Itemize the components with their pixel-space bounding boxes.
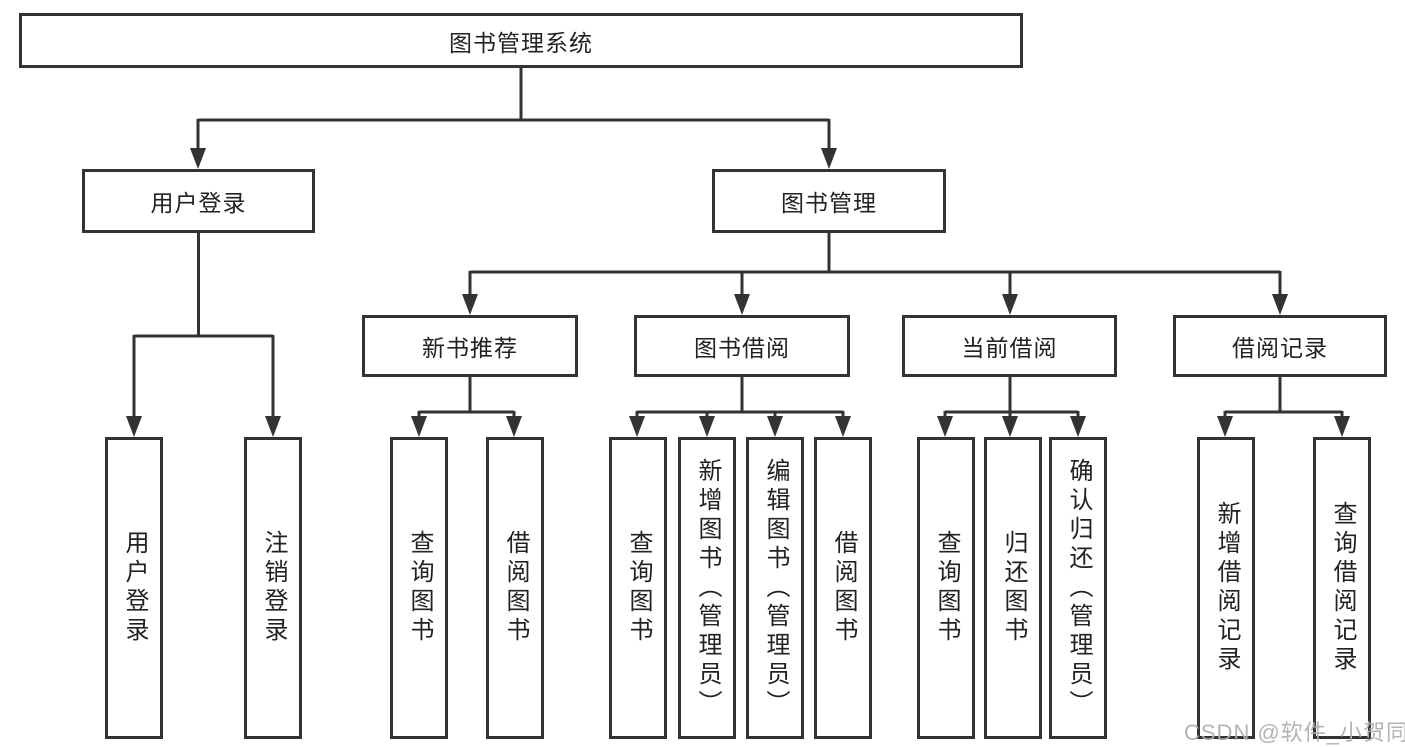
leaf-query-books-current-label: 查询图书	[932, 530, 960, 646]
leaf-add-books-admin: 新增图书（管理员）	[678, 437, 736, 739]
leaf-query-borrow-record-label: 查询借阅记录	[1328, 501, 1356, 675]
leaf-return-books-label: 归还图书	[999, 530, 1027, 646]
node-current-borrowing: 当前借阅	[902, 315, 1117, 377]
leaf-logout: 注销登录	[244, 437, 302, 739]
leaf-query-books-recommend: 查询图书	[390, 437, 448, 739]
leaf-logout-label: 注销登录	[259, 530, 287, 646]
node-new-book-recommend: 新书推荐	[362, 315, 578, 377]
connector-lines	[132, 68, 1344, 421]
leaf-borrow-books-recommend-label: 借阅图书	[501, 530, 529, 646]
leaf-query-books-current: 查询图书	[917, 437, 975, 739]
leaf-return-books: 归还图书	[984, 437, 1042, 739]
leaf-query-books-borrowing-label: 查询图书	[624, 530, 652, 646]
node-book-borrowing: 图书借阅	[634, 315, 850, 377]
leaf-query-books-recommend-label: 查询图书	[405, 530, 433, 646]
node-book-management: 图书管理	[712, 169, 946, 233]
node-user-login: 用户登录	[82, 169, 315, 233]
leaf-user-login: 用户登录	[105, 437, 163, 739]
leaf-user-login-label: 用户登录	[120, 530, 148, 646]
leaf-query-books-borrowing: 查询图书	[609, 437, 667, 739]
watermark-text: CSDN @软件_小贺同学	[1184, 720, 1405, 745]
node-borrowing-records: 借阅记录	[1173, 315, 1387, 377]
leaf-add-borrow-record: 新增借阅记录	[1197, 437, 1255, 739]
leaf-borrow-books-borrowing-label: 借阅图书	[829, 530, 857, 646]
node-library-management-system: 图书管理系统	[19, 13, 1023, 68]
leaf-query-borrow-record: 查询借阅记录	[1313, 437, 1371, 739]
leaf-confirm-return-admin: 确认归还（管理员）	[1049, 437, 1107, 739]
leaf-borrow-books-borrowing: 借阅图书	[814, 437, 872, 739]
leaf-borrow-books-recommend: 借阅图书	[486, 437, 544, 739]
leaf-edit-books-admin-label: 编辑图书（管理员）	[761, 457, 789, 719]
leaf-edit-books-admin: 编辑图书（管理员）	[746, 437, 804, 739]
connector-arrowheads	[126, 148, 1350, 437]
leaf-add-borrow-record-label: 新增借阅记录	[1212, 501, 1240, 675]
leaf-confirm-return-admin-label: 确认归还（管理员）	[1064, 457, 1092, 719]
leaf-add-books-admin-label: 新增图书（管理员）	[693, 457, 721, 719]
